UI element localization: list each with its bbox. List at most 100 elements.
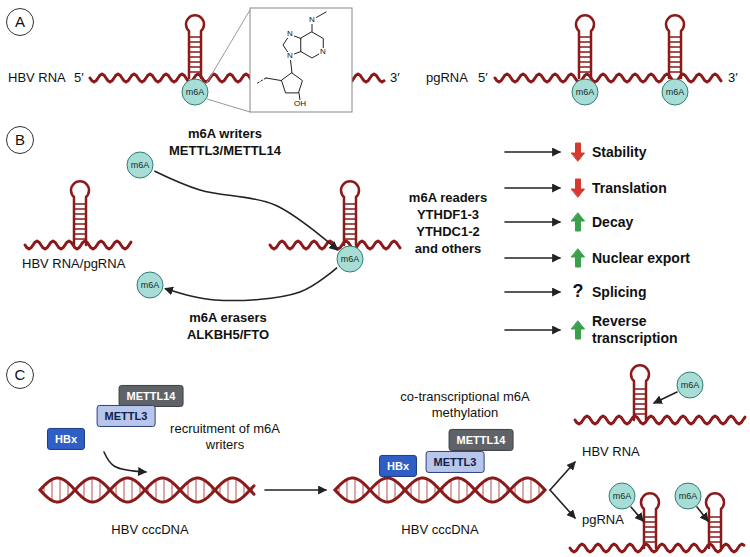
text-label: HBV RNA	[8, 70, 66, 86]
text-label: 3′	[728, 70, 738, 86]
text-label: Splicing	[592, 284, 646, 301]
text-label: m6A erasers	[189, 310, 267, 326]
node-text: m6A	[341, 254, 360, 264]
text-label: Translation	[592, 180, 667, 197]
m6a-mark: m6A	[572, 79, 599, 106]
node-text: m6A	[613, 491, 632, 501]
methylation-arrow	[631, 507, 643, 521]
atom-label: N	[319, 48, 327, 56]
inset-box	[250, 8, 352, 112]
panel-letter: C	[6, 361, 34, 389]
ribose-bonds	[256, 78, 266, 84]
node-text: HBx	[387, 460, 409, 472]
hairpin-basepairs	[579, 37, 591, 72]
text-label: HBV RNA/pgRNA	[22, 256, 125, 272]
dna-strand	[40, 478, 254, 502]
node-text: m6A	[141, 280, 160, 290]
text-label: 3′	[390, 70, 400, 86]
m6a-mark: m6A	[127, 152, 154, 179]
hairpin-loop	[71, 181, 89, 245]
node-text: m6A	[679, 491, 698, 501]
mettl14-box: METTL14	[449, 429, 514, 451]
node-text: m6A	[681, 380, 700, 390]
hairpin-basepairs	[189, 37, 201, 72]
decrease-arrow	[572, 179, 585, 197]
m6a-mark: m6A	[137, 272, 164, 299]
m6a-mark: m6A	[337, 246, 364, 273]
node-text: A	[15, 14, 25, 31]
reader-arrow	[505, 187, 560, 189]
text-label: m6A writers	[188, 126, 262, 142]
writer-arrow	[154, 171, 337, 250]
node-text: HBx	[55, 433, 77, 445]
ribose-bonds	[266, 56, 300, 101]
text-label: Reverse transcription	[592, 313, 712, 347]
text-label: recruitment of m6A writers	[155, 421, 295, 452]
hbx-box: HBx	[47, 428, 85, 450]
methylation-arrow	[654, 392, 677, 403]
reader-arrow	[505, 257, 560, 259]
step-arrow	[265, 489, 326, 491]
text-label: 5′	[74, 70, 84, 86]
hairpin-loop	[666, 15, 684, 78]
reader-arrow	[505, 329, 560, 331]
dna-strand	[40, 478, 254, 502]
hairpin-loop	[576, 15, 594, 78]
reader-arrow	[505, 151, 560, 153]
zoom-lines	[206, 10, 250, 112]
text-label: Decay	[592, 214, 633, 231]
m6a-mark: m6A	[609, 483, 636, 510]
increase-arrow	[572, 321, 585, 339]
hairpin-basepairs	[634, 389, 646, 414]
m6a-mark: m6A	[675, 483, 702, 510]
dna-strand	[335, 478, 545, 502]
hairpin-loop	[341, 181, 359, 245]
increase-arrow	[572, 249, 585, 267]
branch-arrow	[550, 490, 575, 518]
dna-strand	[335, 478, 545, 502]
panel-letter: A	[6, 8, 34, 36]
mettl14-box: METTL14	[119, 385, 184, 407]
m6a-mark: m6A	[182, 79, 209, 106]
text-label: m6A readers	[409, 190, 487, 206]
node-text: m6A	[186, 87, 205, 97]
node-text: m6A	[131, 160, 150, 170]
recruitment-arrow	[104, 452, 146, 472]
text-label: co-transcriptional m6A methylation	[375, 389, 555, 420]
text-label: HBV cccDNA	[111, 522, 188, 538]
branch-arrow	[550, 462, 575, 490]
text-label: METTL3/METTL14	[169, 143, 281, 159]
hairpin-basepairs	[344, 204, 356, 239]
hairpin-basepairs	[709, 517, 721, 542]
text-label: YTHDC1-2	[416, 224, 480, 240]
eraser-arrow	[165, 268, 337, 301]
node-text: METTL14	[457, 434, 506, 446]
m6a-mark: m6A	[677, 372, 704, 399]
mettl3-box: METTL3	[97, 405, 156, 427]
methylation-arrow	[697, 507, 708, 521]
atom-label: N	[286, 30, 294, 38]
reader-arrow	[505, 221, 560, 223]
text-label: Nuclear export	[592, 250, 690, 267]
text-label: pgRNA	[582, 512, 624, 528]
m6a-mark: m6A	[662, 79, 689, 106]
node-text: m6A	[576, 87, 595, 97]
panel-letter: B	[6, 126, 34, 154]
hairpin-basepairs	[669, 37, 681, 72]
mettl3-box: METTL3	[426, 451, 485, 473]
text-label: pgRNA	[426, 70, 468, 86]
text-label: HBV RNA	[582, 444, 640, 460]
text-label: Stability	[592, 144, 646, 161]
node-text: m6A	[666, 87, 685, 97]
text-label: 5′	[478, 70, 488, 86]
node-text: METTL3	[434, 456, 477, 468]
text-label: HBV cccDNA	[401, 522, 478, 538]
node-text: METTL3	[105, 410, 148, 422]
text-label: and others	[415, 241, 481, 257]
node-text: C	[15, 367, 26, 384]
rna-strand	[25, 241, 131, 249]
